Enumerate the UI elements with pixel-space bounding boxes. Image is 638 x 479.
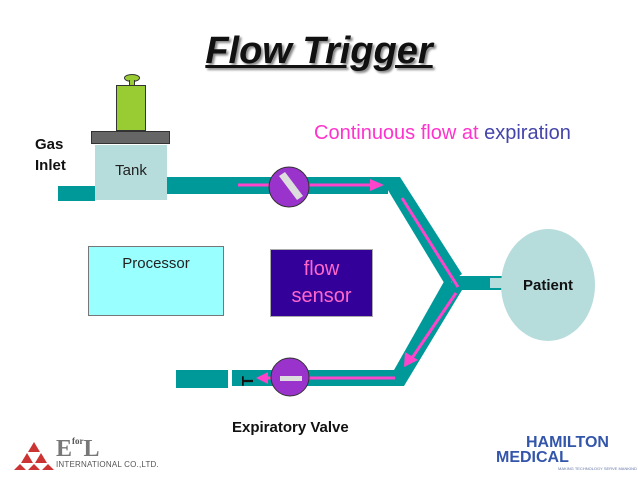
hamilton-line1: HAMILTON xyxy=(526,434,609,451)
weight-stem-icon xyxy=(129,80,135,86)
flow-arrow-up xyxy=(410,292,458,359)
inspiratory-limb xyxy=(380,177,462,286)
logo-left-for: for xyxy=(72,436,84,446)
patient-ellipse xyxy=(501,229,595,341)
page-title: Flow Trigger xyxy=(205,30,433,72)
valve-mark: T xyxy=(240,369,258,393)
flow-sensor-line2: sensor xyxy=(291,285,352,307)
hamilton-tagline: MAKING TECHNOLOGY SERVE MANKIND xyxy=(558,466,637,471)
hamilton-line2: MEDICAL xyxy=(496,449,569,466)
flow-arrow-down xyxy=(400,197,460,288)
processor-box xyxy=(88,246,224,316)
inspiratory-valve-icon xyxy=(268,166,310,208)
flow-sensor-label: flow sensor xyxy=(270,256,373,310)
logo-left-e: E xyxy=(56,436,73,462)
expiratory-valve-icon xyxy=(270,357,310,397)
logo-left-l: L xyxy=(83,436,100,462)
gas-inlet-tube xyxy=(58,186,95,201)
patient-label: Patient xyxy=(522,277,573,294)
gas-inlet-line2: Inlet xyxy=(35,157,66,174)
efl-logo: EforL INTERNATIONAL CO.,LTD. xyxy=(14,436,174,474)
subtitle: Continuous flow at expiration xyxy=(314,122,571,145)
tank-label: Tank xyxy=(115,162,147,179)
hamilton-logo: HAMILTON MEDICAL MAKING TECHNOLOGY SERVE… xyxy=(496,432,637,474)
tank xyxy=(95,145,167,200)
exhaust-tube xyxy=(176,370,228,388)
tank-lid xyxy=(91,131,170,144)
subtitle-blue: expiration xyxy=(484,122,571,144)
logo-left-subtitle: INTERNATIONAL CO.,LTD. xyxy=(56,460,159,469)
flow-arrowhead-top xyxy=(370,179,384,191)
valve-mark-text: T xyxy=(240,376,257,386)
triangle-logo-icon xyxy=(14,442,54,470)
flow-arrowhead-bottom xyxy=(256,372,268,384)
expiratory-limb xyxy=(385,278,462,386)
patient-tube-light xyxy=(490,278,508,288)
flow-sensor-line1: flow xyxy=(303,258,340,280)
processor-label: Processor xyxy=(122,255,190,272)
gas-inlet-line1: Gas xyxy=(35,136,64,153)
expiratory-valve-label: Expiratory Valve xyxy=(232,419,349,436)
flow-sensor-box xyxy=(270,249,373,317)
flow-arrowhead-up xyxy=(404,352,418,367)
weight-icon xyxy=(116,85,146,131)
subtitle-pink: Continuous flow at xyxy=(314,122,479,144)
gas-inlet-label: Gas Inlet xyxy=(35,134,66,176)
